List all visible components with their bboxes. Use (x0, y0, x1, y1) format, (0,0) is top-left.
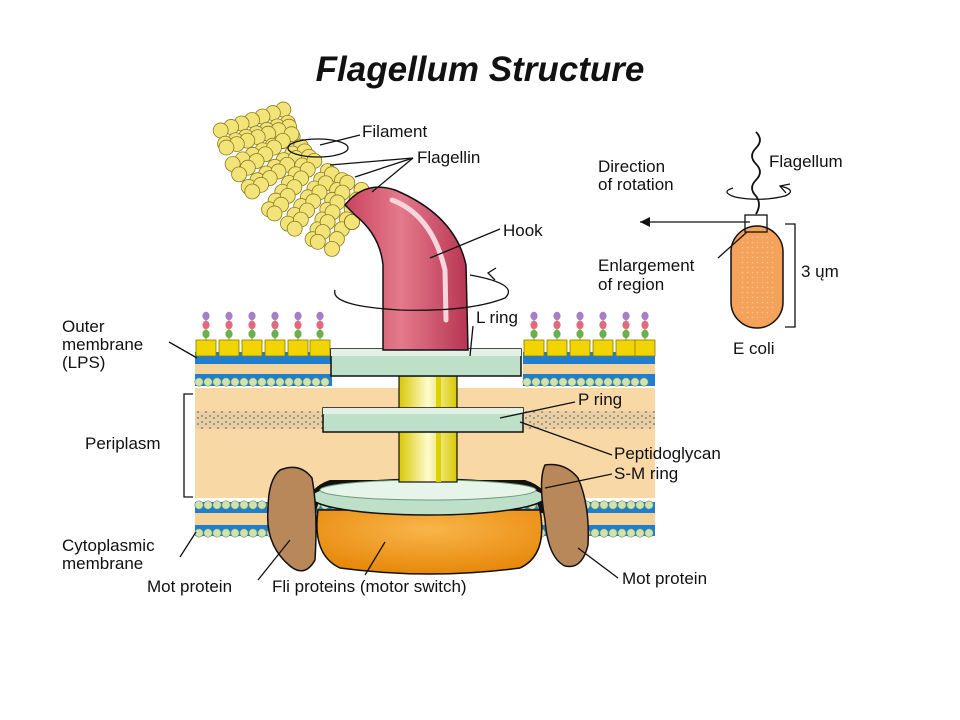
inset-label-direction-1: Direction (598, 157, 665, 176)
fli-proteins (316, 509, 543, 575)
label-p-ring: P ring (578, 390, 622, 409)
filament (212, 101, 370, 257)
label-l-ring: L ring (476, 308, 518, 327)
ecoli-inset: Direction of rotation Flagellum Enlargem… (598, 131, 843, 358)
label-sm-ring: S-M ring (614, 464, 678, 483)
l-ring (330, 348, 522, 377)
label-mot-protein-left: Mot protein (147, 577, 232, 596)
inset-label-flagellum: Flagellum (769, 152, 843, 171)
outer-membrane-left (194, 352, 332, 387)
mot-protein-right (540, 463, 590, 568)
inset-label-enlargement-1: Enlargement (598, 256, 695, 275)
label-flagellin: Flagellin (417, 148, 480, 167)
label-cytoplasmic-membrane-2: membrane (62, 554, 143, 573)
p-ring (322, 407, 524, 433)
mot-protein-left (266, 466, 317, 572)
label-outer-membrane-2: membrane (62, 335, 143, 354)
outer-membrane-right (522, 352, 655, 387)
inset-enlargement-box (744, 214, 768, 233)
hook (343, 186, 469, 351)
label-filament: Filament (362, 122, 427, 141)
label-fli-proteins: Fli proteins (motor switch) (272, 577, 467, 596)
leader-lines (168, 134, 619, 581)
label-outer-membrane-3: (LPS) (62, 353, 105, 372)
label-mot-protein-right: Mot protein (622, 569, 707, 588)
page-title: Flagellum Structure (315, 50, 645, 89)
label-cytoplasmic-membrane-1: Cytoplasmic (62, 536, 155, 555)
inset-label-size: 3 ųm (801, 262, 839, 281)
label-periplasm: Periplasm (85, 434, 161, 453)
lps-units (195, 311, 656, 357)
label-outer-membrane-1: Outer (62, 317, 105, 336)
inset-label-direction-2: of rotation (598, 175, 674, 194)
inset-label-enlargement-2: of region (598, 275, 664, 294)
inset-flagellum (751, 131, 761, 215)
label-peptidoglycan: Peptidoglycan (614, 444, 721, 463)
inset-label-organism: E coli (733, 339, 775, 358)
label-hook: Hook (503, 221, 543, 240)
rotation-arrow-hook (334, 267, 510, 311)
